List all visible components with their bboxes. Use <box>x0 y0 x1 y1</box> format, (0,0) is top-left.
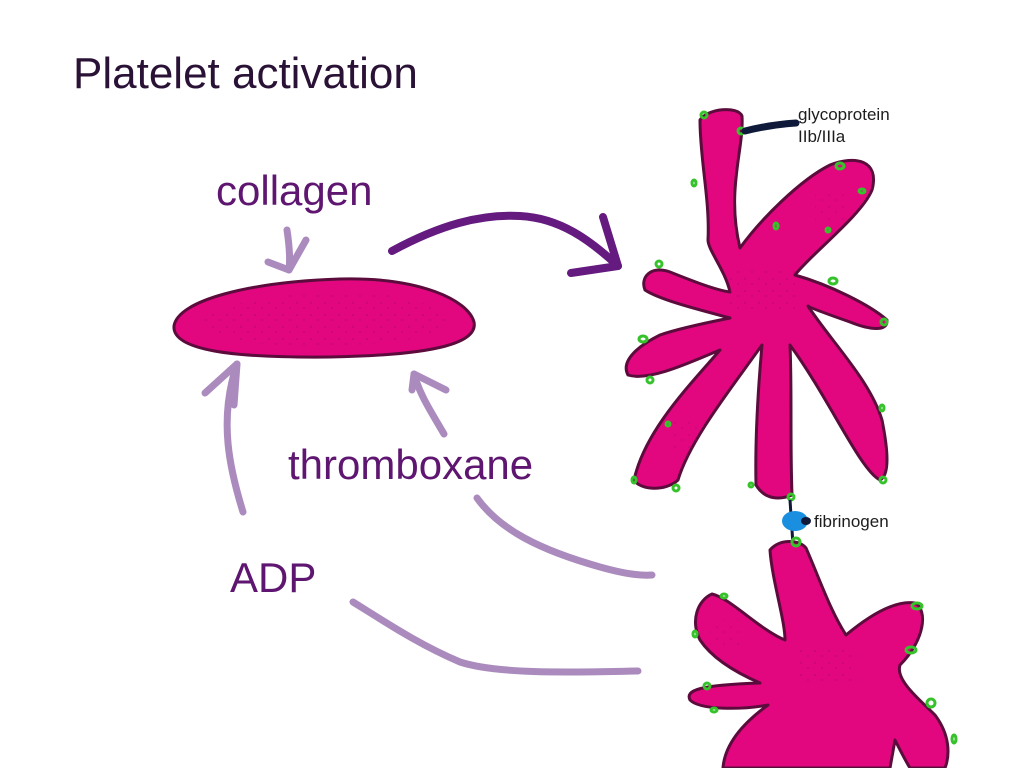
page-title: Platelet activation <box>73 49 418 98</box>
thromboxane-release-curve <box>473 494 656 579</box>
thromboxane-up-arrow <box>408 370 450 438</box>
activated-platelet-bottom <box>687 540 950 768</box>
receptor-dots-bottom <box>691 536 958 745</box>
activation-arrow <box>388 211 622 277</box>
thromboxane-label: thromboxane <box>288 441 534 488</box>
fibrinogen-bridge <box>782 499 811 546</box>
glycoprotein-label-line1: glycoprotein <box>798 105 890 124</box>
adp-up-arrow <box>201 360 247 516</box>
glycoprotein-label-line2: IIb/IIIa <box>798 127 846 146</box>
resting-platelet <box>172 277 476 359</box>
glycoprotein-label: glycoprotein IIb/IIIa <box>798 104 890 148</box>
glycoprotein-connector <box>741 119 800 135</box>
collagen-arrow <box>264 226 310 274</box>
adp-release-curve <box>349 598 642 676</box>
fibrinogen-label: fibrinogen <box>814 512 889 531</box>
collagen-label: collagen <box>216 167 373 214</box>
adp-label: ADP <box>230 554 317 601</box>
activated-platelet-top <box>624 108 889 500</box>
